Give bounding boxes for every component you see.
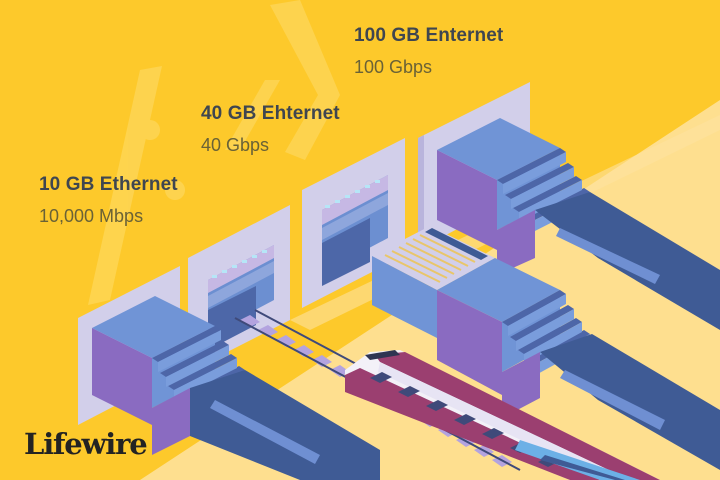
- label-40gb-speed: 40 Gbps: [201, 135, 270, 155]
- decorative-symbol-icon: [88, 0, 340, 305]
- high-speed-train: [345, 350, 660, 480]
- label-100gb-speed: 100 Gbps: [354, 57, 433, 77]
- label-10gb-speed: 10,000 Mbps: [39, 206, 144, 226]
- label-40gb-title: 40 GB Ehternet: [201, 103, 340, 124]
- plug-10gb: [92, 296, 380, 480]
- label-10gb-title: 10 GB Ethernet: [39, 174, 178, 195]
- label-40gb: 40 GB Ehternet 40 Gbps: [201, 102, 340, 157]
- plug-100gb-front: [372, 226, 720, 470]
- plug-100gb-top: [437, 118, 720, 330]
- label-100gb: 100 GB Enternet 100 Gbps: [354, 24, 503, 79]
- label-100gb-title: 100 GB Enternet: [354, 25, 504, 46]
- lifewire-logo: Lifewire: [24, 427, 148, 461]
- label-10gb: 10 GB Ethernet 10,000 Mbps: [39, 173, 178, 228]
